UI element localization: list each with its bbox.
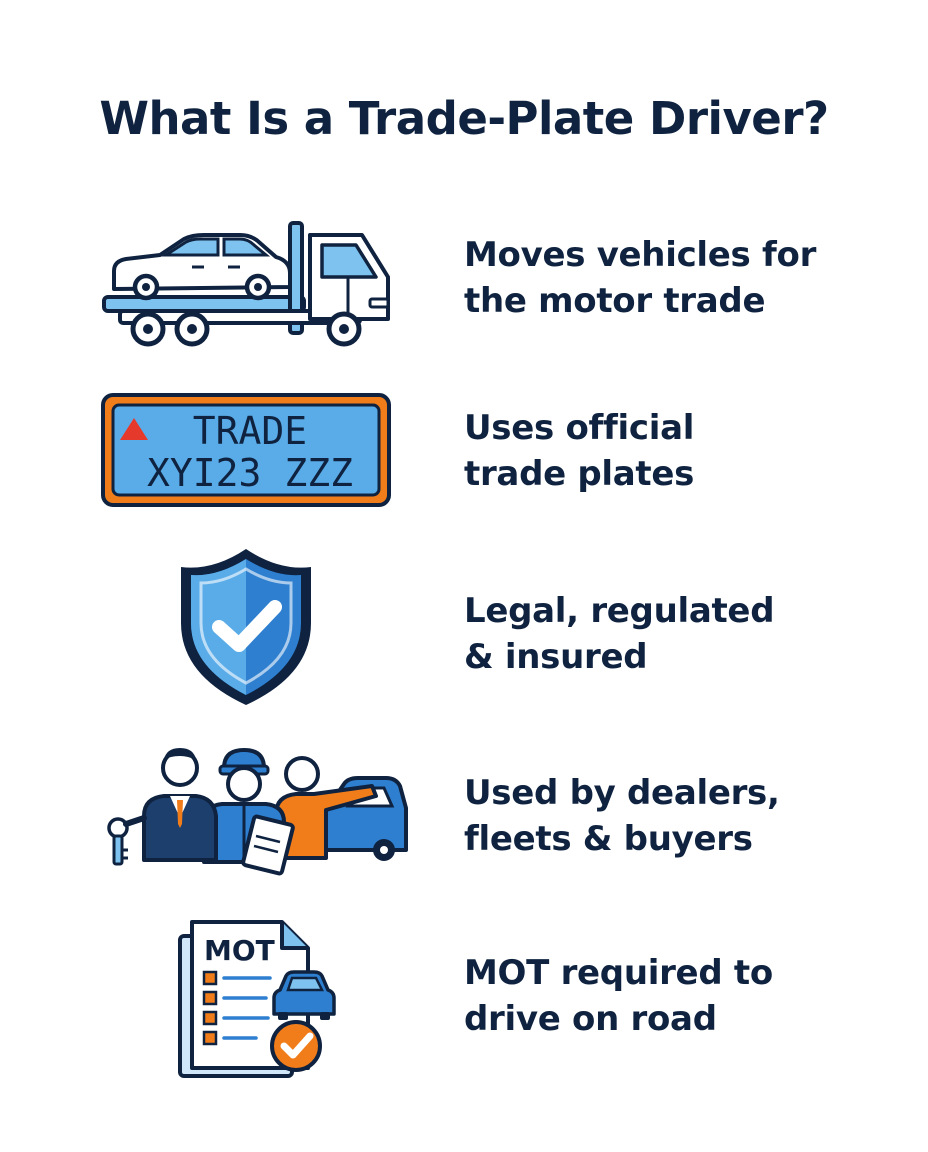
feature-row-legal: Legal, regulated & insured: [0, 545, 928, 715]
feature-label: Used by dealers, fleets & buyers: [464, 773, 780, 859]
feature-row-moves-vehicles: Moves vehicles for the motor trade: [0, 210, 928, 350]
mot-label: MOT: [204, 934, 275, 967]
people-icon: [100, 738, 410, 888]
feature-label: Uses official trade plates: [464, 408, 695, 494]
plate-line-2: XYI23 ZZZ: [147, 451, 353, 495]
mot-certificate-icon: MOT: [176, 918, 336, 1080]
feature-label: Legal, regulated & insured: [464, 591, 775, 677]
page-title: What Is a Trade-Plate Driver?: [99, 92, 829, 145]
feature-label: Moves vehicles for the motor trade: [464, 235, 817, 321]
shield-check-icon: [175, 545, 317, 710]
feature-row-trade-plates: TRADE XYI23 ZZZ Uses official trade plat…: [0, 390, 928, 510]
plate-line-1: TRADE: [193, 409, 307, 453]
tow-truck-icon: [100, 215, 395, 350]
feature-row-used-by: Used by dealers, fleets & buyers: [0, 738, 928, 888]
feature-label: MOT required to drive on road: [464, 953, 773, 1039]
trade-plate-icon: TRADE XYI23 ZZZ: [100, 392, 392, 510]
feature-row-mot: MOT MOT required to: [0, 918, 928, 1083]
